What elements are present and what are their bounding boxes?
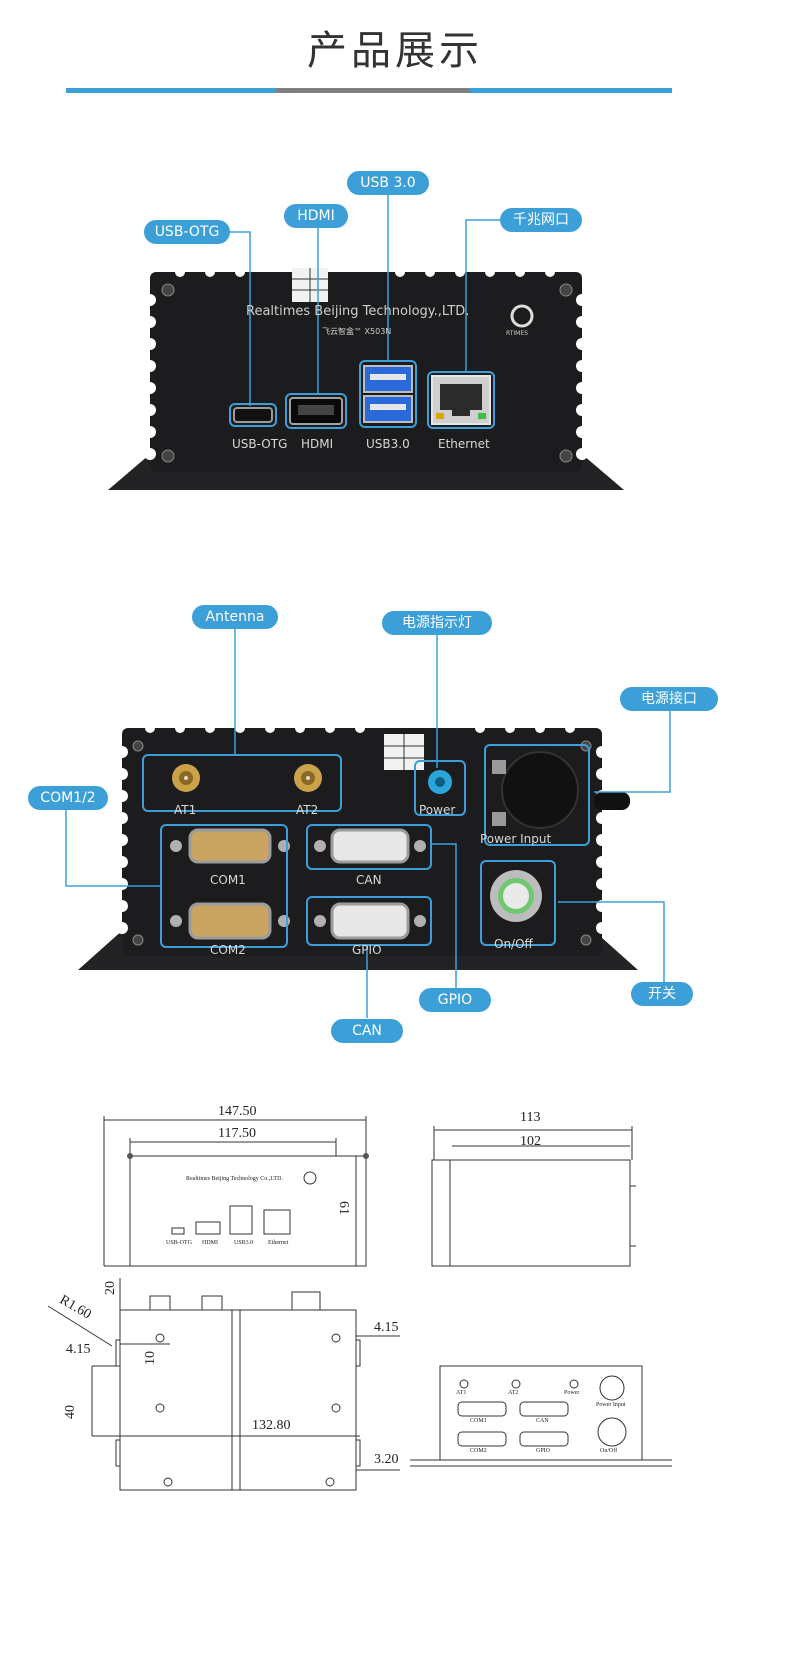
rear-at1-label: AT1: [174, 803, 197, 817]
front-drawing-port-0: USB-OTG: [166, 1240, 193, 1246]
callout-usb-otg: USB-OTG: [144, 220, 230, 244]
front-hdmi-label: HDMI: [301, 437, 334, 451]
callout-can: CAN: [331, 1019, 403, 1043]
rear-com1-label: COM1: [210, 873, 246, 887]
ethernet-highlight: [427, 371, 495, 429]
top-dim-40: 40: [63, 1405, 78, 1419]
rear-at2-label: AT2: [296, 803, 319, 817]
hdmi-highlight: [285, 393, 347, 429]
callout-usb3: USB 3.0: [347, 171, 429, 195]
rear-drawing-port-4: COM1: [470, 1418, 487, 1424]
rear-drawing-port-1: AT2: [508, 1390, 519, 1396]
rear-power-input-label: Power Input: [480, 832, 552, 846]
rear-com2-label: COM2: [210, 943, 246, 957]
gpio-highlight: [306, 896, 432, 946]
top-dim-415-left: 4.15: [66, 1342, 91, 1357]
front-ethernet-label: Ethernet: [438, 437, 490, 451]
front-logo-text: RTIMES: [506, 330, 528, 337]
top-dim-20: 20: [103, 1281, 118, 1295]
power-input-highlight: [484, 744, 590, 846]
top-dim-415-right: 4.15: [374, 1320, 399, 1335]
title-bar-right: [470, 88, 672, 93]
front-height: 61: [336, 1201, 351, 1215]
callout-power-led: 电源指示灯: [382, 611, 492, 635]
front-width-outer: 147.50: [218, 1104, 257, 1119]
front-width-inner: 117.50: [218, 1126, 256, 1141]
rear-can-label: CAN: [356, 873, 382, 887]
side-width-outer: 113: [520, 1110, 541, 1125]
callout-power-port: 电源接口: [620, 687, 718, 711]
rear-drawing-port-7: GPIO: [536, 1448, 551, 1454]
front-brand-text: Realtimes Beijing Technology.,LTD.: [246, 304, 470, 319]
callout-com: COM1/2: [28, 786, 108, 810]
rear-onoff-label: On/Off: [494, 937, 533, 951]
antenna-highlight: [142, 754, 342, 812]
rear-drawing-port-0: AT1: [456, 1390, 467, 1396]
front-drawing-brand: Realtimes Beijing Technology Co.,LTD.: [186, 1176, 283, 1182]
callout-antenna: Antenna: [192, 605, 278, 629]
usb-otg-highlight: [229, 403, 277, 427]
rear-drawing-port-8: On/Off: [600, 1448, 618, 1454]
front-drawing-port-3: Ethernet: [268, 1240, 289, 1246]
callout-hdmi: HDMI: [284, 204, 348, 228]
rear-drawing-port-3: Power Input: [596, 1402, 626, 1408]
rear-power-label: Power: [419, 803, 456, 817]
front-usb-otg-label: USB-OTG: [232, 437, 288, 451]
side-width-inner: 102: [520, 1134, 541, 1149]
rear-drawing-port-6: COM2: [470, 1448, 487, 1454]
page-title: 产品展示: [307, 28, 483, 74]
rear-gpio-label: GPIO: [352, 943, 382, 957]
callout-gpio: GPIO: [419, 988, 491, 1012]
top-dim-320: 3.20: [374, 1452, 399, 1467]
title-bar-middle: [276, 88, 470, 93]
rear-drawing-port-5: CAN: [536, 1418, 549, 1424]
callout-ethernet: 千兆网口: [500, 208, 582, 232]
can-highlight: [306, 824, 432, 870]
top-dim-13280: 132.80: [252, 1418, 291, 1433]
top-dim-10: 10: [143, 1351, 158, 1365]
com-highlight: [160, 824, 288, 948]
front-usb3-label: USB3.0: [366, 437, 410, 451]
power-led-highlight: [414, 760, 466, 816]
usb3-highlight: [359, 360, 417, 428]
rear-drawing-port-2: Power: [564, 1390, 580, 1396]
callout-switch: 开关: [631, 982, 693, 1006]
onoff-highlight: [480, 860, 556, 946]
title-bar-left: [66, 88, 276, 93]
front-drawing-port-2: USB3.0: [234, 1240, 254, 1246]
front-model-text: 飞云智盒™ X5​03N: [322, 327, 392, 336]
front-drawing-port-1: HDMI: [202, 1240, 218, 1246]
